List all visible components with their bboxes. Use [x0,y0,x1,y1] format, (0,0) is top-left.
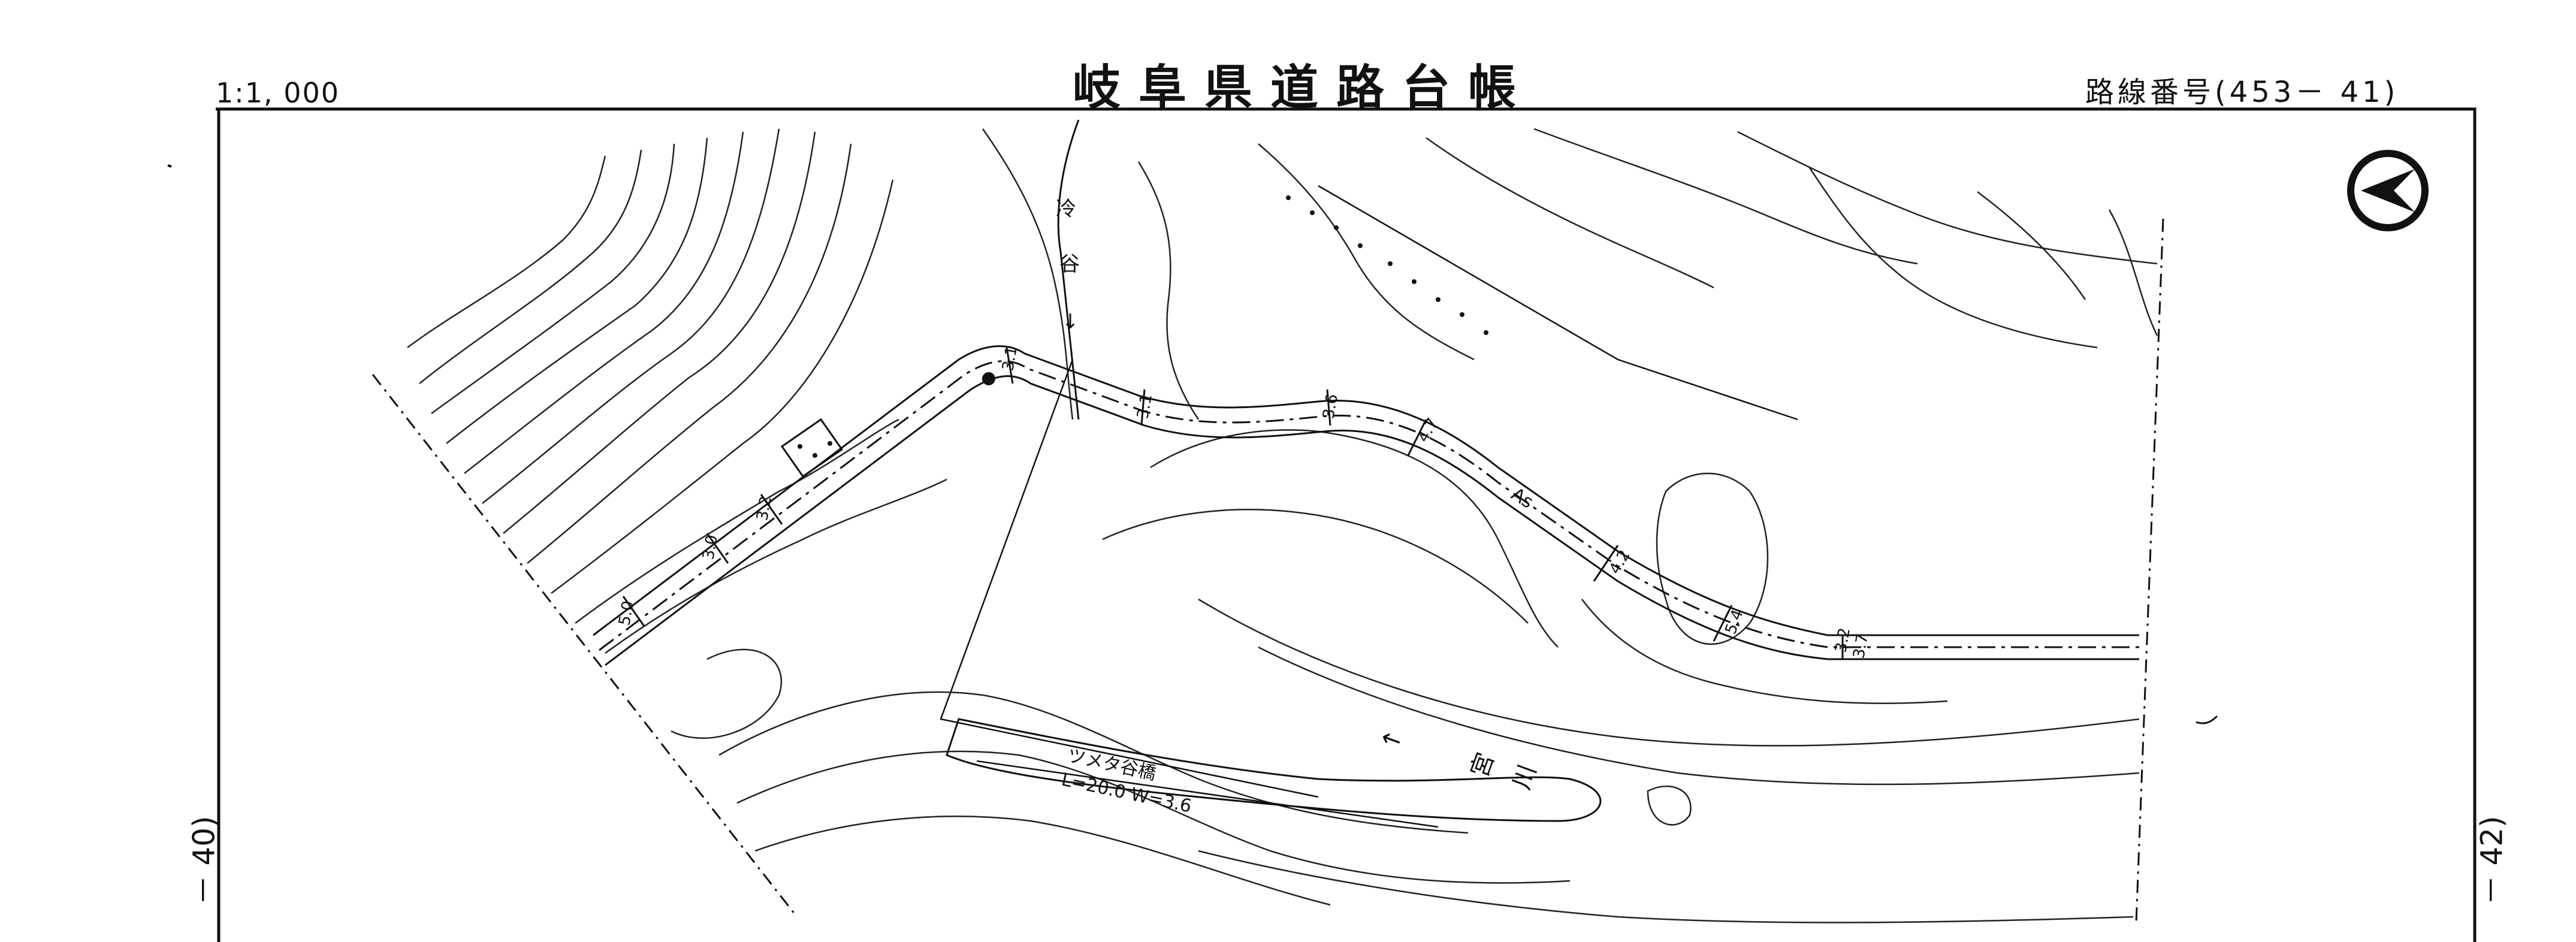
parcel-outline [940,185,1798,828]
stream-direction-arrow: ↓ [1062,310,1079,334]
map-scale: 1:1, 000 [216,77,340,109]
road-width-label: 3.1 [999,345,1021,372]
river [946,119,1602,822]
river-name-char-1: 宮 [1466,749,1500,781]
stream-name-bottom: 谷 [1059,252,1080,276]
river-name-char-2: 川 [1508,761,1542,793]
route-number: 路線番号(453－ 41) [2085,76,2399,109]
small-building [780,418,844,478]
road-width-label: 4.7 [1414,415,1442,446]
margin-tick [167,164,172,168]
road-width-label: 5.0 [615,599,638,627]
stream-name-top: 冷 [1056,197,1076,221]
road-width-label: 3.2 [1832,626,1854,654]
map-frame [217,107,2477,942]
road-edges [593,345,2139,666]
road-width-label: 3.1 [1134,393,1156,420]
pavement-surface-label: As [1508,484,1537,513]
sheet-boundaries [372,218,2164,923]
cliff-marks [1286,195,1488,335]
road-width-label: 3.6 [1319,393,1342,420]
width-ticks [622,347,1844,659]
road-width-label: 3.7 [1850,632,1872,660]
survey-point [982,372,995,385]
page-title: 岐阜県道路台帳 [1073,60,1534,116]
road-width-label: 3.2 [753,494,775,522]
road-centerline [599,360,2139,651]
road-width-label: 3.0 [699,533,721,561]
river-flow-arrow: ↑ [1376,726,1409,754]
north-arrow-icon [2347,150,2429,231]
stray-mark [2196,715,2218,724]
contour-lines [407,128,2158,923]
